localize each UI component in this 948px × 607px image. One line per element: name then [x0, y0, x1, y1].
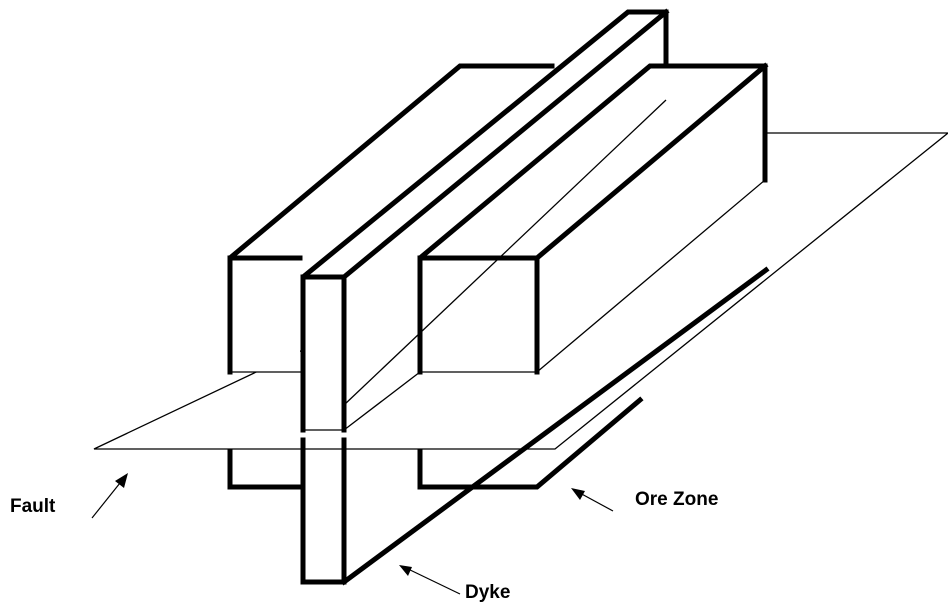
dyke-label: Dyke — [465, 582, 510, 603]
ore-zone-left-upper — [227, 63, 555, 375]
fault-arrow — [91, 473, 128, 519]
dyke-inner-edge — [343, 99, 667, 406]
ore-zone-right-upper — [343, 62, 769, 431]
dyke-lower — [300, 266, 770, 586]
ore-zone-arrow — [571, 488, 614, 512]
ore-zone-right-lower — [417, 396, 644, 490]
ore-zone-left-lower — [227, 449, 306, 490]
ore-zone-label: Ore Zone — [635, 489, 718, 510]
fault-label: Fault — [10, 496, 56, 517]
dyke-arrow — [399, 565, 461, 595]
